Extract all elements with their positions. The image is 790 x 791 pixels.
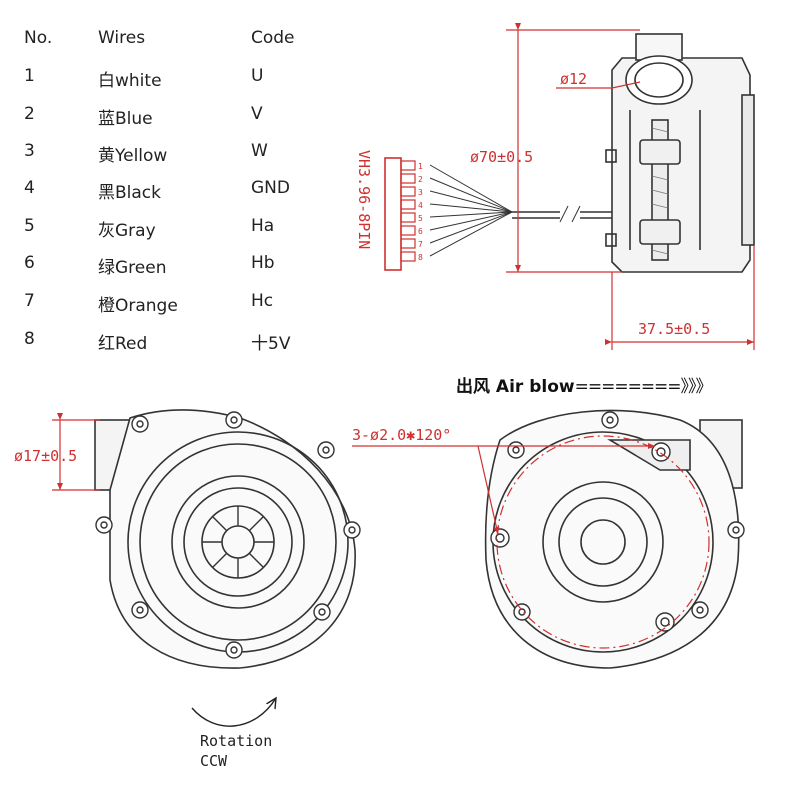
- height-dimension-label: ø70±0.5: [470, 148, 533, 166]
- row-no: 5: [24, 216, 35, 236]
- row-wire: 绿Green: [98, 258, 167, 278]
- outlet-diameter-label: ø17±0.5: [14, 447, 77, 465]
- row-no: 1: [24, 66, 35, 86]
- row-wire: 橙Orange: [98, 296, 178, 316]
- row-code: GND: [251, 178, 290, 198]
- row-code: Hc: [251, 291, 274, 311]
- depth-dimension-label: 37.5±0.5: [638, 320, 710, 338]
- pin-label: 3: [418, 188, 423, 197]
- row-code: V: [251, 104, 263, 124]
- row-no: 3: [24, 141, 35, 161]
- row-no: 6: [24, 253, 35, 273]
- rotation-arrow-icon: [191, 698, 276, 727]
- front-view: ø17±0.5: [14, 409, 361, 669]
- rotation-direction-label: CCW: [200, 752, 228, 770]
- row-no: 7: [24, 291, 35, 311]
- row-code: U: [251, 66, 264, 86]
- pin-label: 4: [418, 201, 423, 210]
- row-wire: 黄Yellow: [98, 146, 168, 166]
- pin-label: 2: [418, 175, 423, 184]
- air-blow-arrow: ========》》》: [574, 377, 713, 397]
- row-code: Ha: [251, 216, 275, 236]
- row-no: 8: [24, 329, 35, 349]
- rear-view: 3-ø2.0✱120°: [352, 409, 745, 669]
- row-code: Hb: [251, 253, 275, 273]
- row-no: 4: [24, 178, 35, 198]
- air-blow-text: 出风 Air blow: [456, 377, 575, 397]
- pin-label: 5: [418, 214, 423, 223]
- header-wires: Wires: [98, 28, 146, 48]
- air-blow-label: 出风 Air blow========》》》: [456, 372, 713, 397]
- pin-label: 1: [418, 162, 423, 171]
- rotation-indicator: Rotation CCW: [191, 698, 276, 770]
- row-no: 2: [24, 104, 35, 124]
- row-wire: 红Red: [98, 334, 148, 354]
- row-code: W: [251, 141, 268, 161]
- header-code: Code: [251, 28, 295, 48]
- row-wire: 蓝Blue: [98, 109, 153, 129]
- rotation-label: Rotation: [200, 732, 272, 750]
- pin-label: 8: [418, 253, 423, 262]
- mount-holes-label: 3-ø2.0✱120°: [352, 426, 451, 444]
- header-no: No.: [24, 28, 53, 48]
- wire-table: No. Wires Code 1 白white U 2 蓝Blue V 3 黄Y…: [0, 0, 340, 360]
- connector: 1 2 3 4 5 6 7 8 VH3.96-8PIN: [355, 150, 423, 271]
- row-code: 十5V: [251, 334, 291, 354]
- connector-label: VH3.96-8PIN: [355, 150, 373, 249]
- pin-label: 7: [418, 240, 423, 249]
- row-wire: 灰Gray: [98, 221, 156, 241]
- inlet-diameter-label: ø12: [560, 70, 587, 88]
- side-view: 1 2 3 4 5 6 7 8 VH3.96-8PIN: [355, 23, 755, 350]
- pin-label: 6: [418, 227, 423, 236]
- row-wire: 白white: [98, 71, 162, 91]
- row-wire: 黑Black: [98, 183, 161, 203]
